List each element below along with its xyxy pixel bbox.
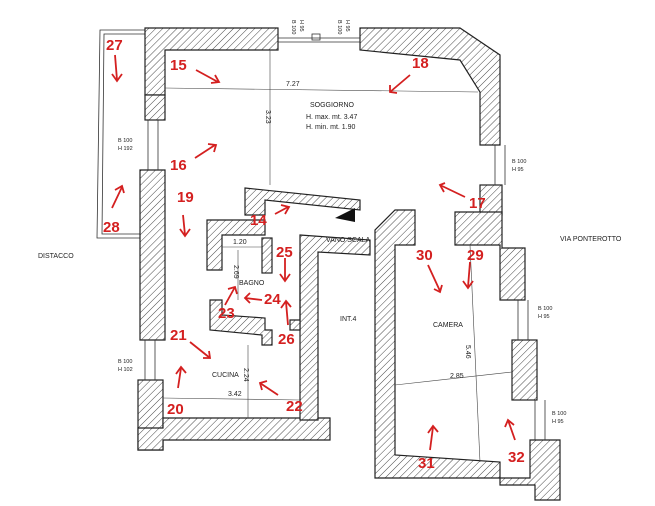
window-label-top-d: H 95	[344, 20, 350, 32]
room-h-min: H. min. mt. 1.90	[306, 124, 356, 131]
marker-27: 27	[106, 37, 123, 54]
dimension-lines	[162, 50, 513, 463]
window-label-left-up-h: H 192	[118, 146, 133, 152]
photo-markers: 14 15 16 17 18 19 20 21 22 23 24 25 26 2…	[103, 37, 525, 472]
window-label-r1-h: H 95	[512, 167, 524, 173]
window-label-top-c: B 100	[336, 20, 342, 34]
marker-25: 25	[276, 244, 293, 261]
marker-22: 22	[286, 398, 303, 415]
marker-29: 29	[467, 247, 484, 264]
marker-19: 19	[177, 189, 194, 206]
room-label-bagno: BAGNO	[239, 280, 265, 287]
dimension-269: 2.69	[232, 265, 239, 279]
window-label-r2-h: H 95	[538, 314, 550, 320]
dimension-727: 7.27	[286, 81, 300, 88]
marker-17: 17	[469, 195, 486, 212]
dimension-285: 2.85	[450, 373, 464, 380]
window-label-top-a: B 100	[290, 20, 296, 34]
marker-32: 32	[508, 449, 525, 466]
label-distacco: DISTACCO	[38, 253, 74, 260]
room-label-cucina: CUCINA	[212, 372, 239, 379]
marker-28: 28	[103, 219, 120, 236]
label-int: INT.4	[340, 316, 356, 323]
dimension-323: 3.23	[264, 110, 271, 124]
exterior-walls	[137, 27, 561, 501]
dimension-120: 1.20	[233, 239, 247, 246]
marker-26: 26	[278, 331, 295, 348]
dimension-342: 3.42	[228, 391, 242, 398]
interior-walls	[206, 187, 371, 421]
window-label-r3-b: B 100	[552, 411, 566, 417]
marker-16: 16	[170, 157, 187, 174]
dimension-224: 2.24	[242, 368, 249, 382]
stair-arrow-icon	[335, 208, 355, 222]
room-h-max: H. max. mt. 3.47	[306, 114, 357, 121]
window-label-left-lo-b: B 100	[118, 359, 132, 365]
window-label-r2-b: B 100	[538, 306, 552, 312]
room-label-soggiorno: SOGGIORNO	[310, 102, 355, 109]
window-label-left-up-b: B 100	[118, 138, 132, 144]
marker-20: 20	[167, 401, 184, 418]
label-via-ponterotto: VIA PONTEROTTO	[560, 236, 622, 243]
window-label-left-lo-h: H 102	[118, 367, 133, 373]
marker-30: 30	[416, 247, 433, 264]
terrace-outline	[96, 29, 145, 239]
marker-14: 14	[250, 212, 267, 229]
window-label-r1-b: B 100	[512, 159, 526, 165]
marker-23: 23	[218, 305, 235, 322]
marker-24: 24	[264, 291, 281, 308]
marker-15: 15	[170, 57, 187, 74]
dimension-546: 5.46	[464, 345, 471, 359]
marker-18: 18	[412, 55, 429, 72]
room-label-vano-scala: VANO SCALA	[326, 237, 371, 244]
marker-31: 31	[418, 455, 435, 472]
window-label-top-b: H 95	[298, 20, 304, 32]
terrace-inner	[101, 33, 145, 235]
room-label-camera: CAMERA	[433, 322, 463, 329]
photo-arrows	[111, 54, 516, 451]
window-label-r3-h: H 95	[552, 419, 564, 425]
marker-21: 21	[170, 327, 187, 344]
